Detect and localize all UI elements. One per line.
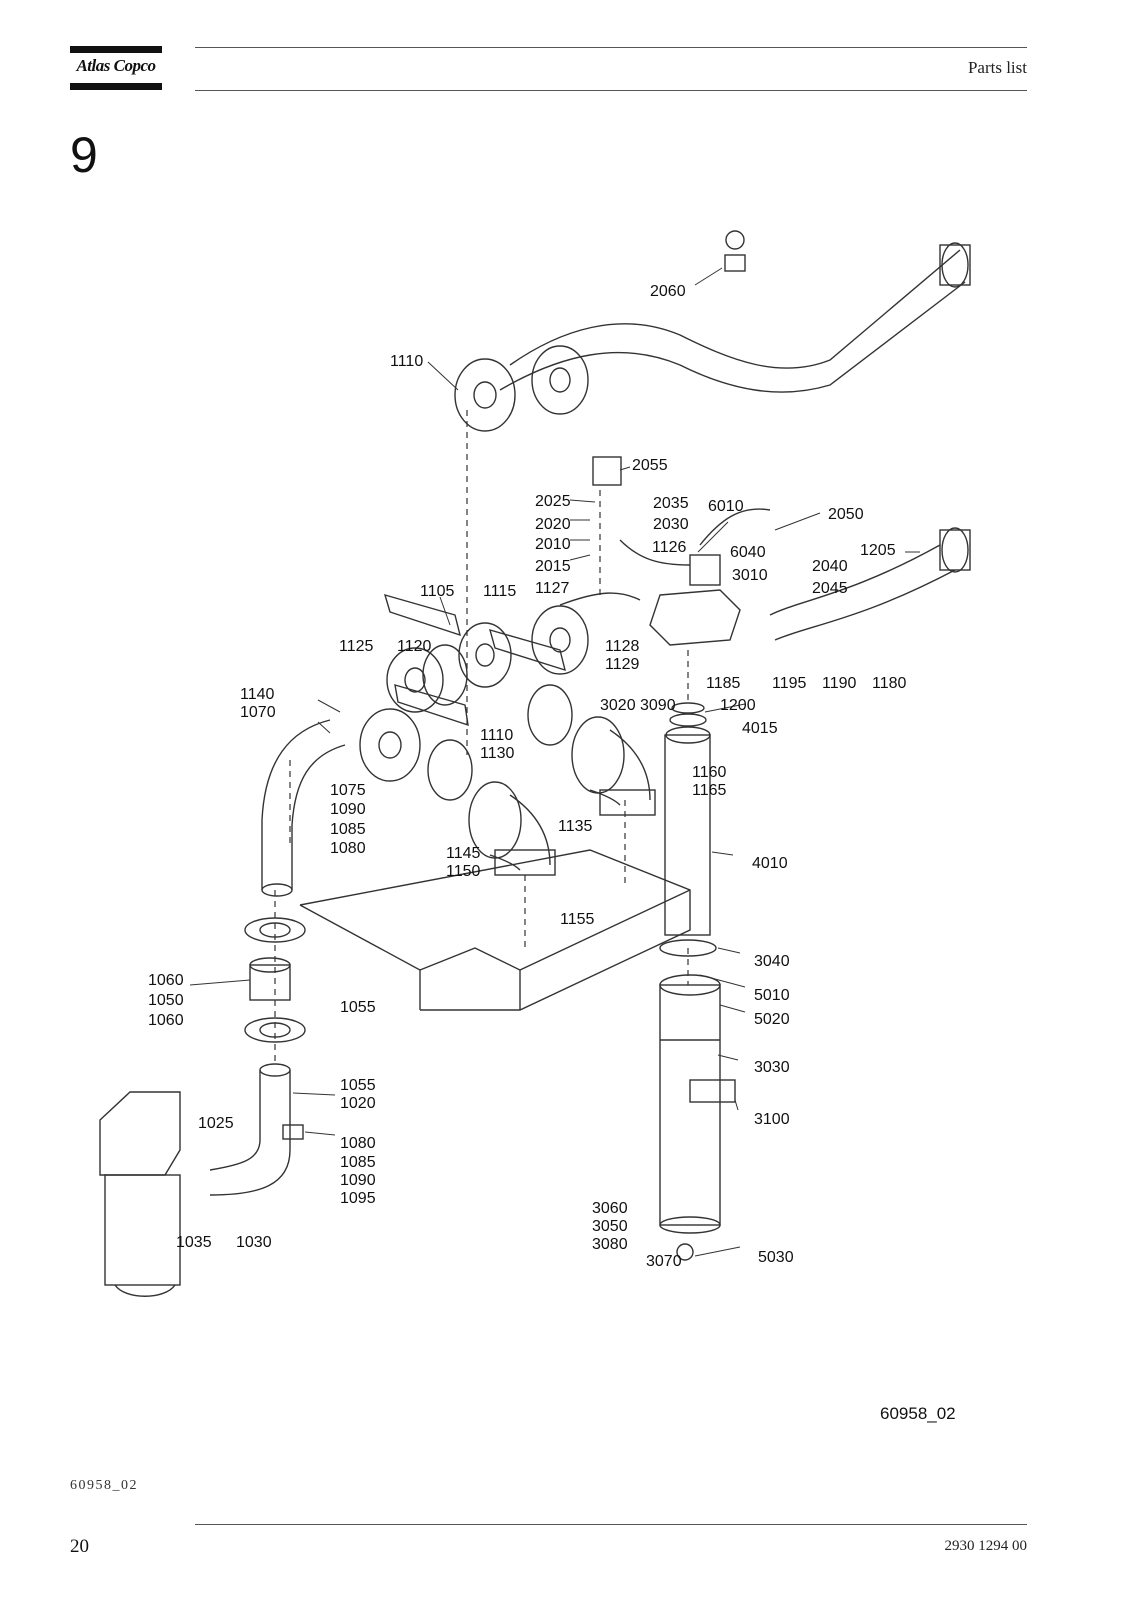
callout-3060: 3060 (592, 1200, 628, 1217)
callout-2020: 2020 (535, 516, 571, 533)
callout-1200: 1200 (720, 697, 756, 714)
callout-2055: 2055 (632, 457, 668, 474)
callout-3040: 3040 (754, 953, 790, 970)
callout-1020: 1020 (340, 1095, 376, 1112)
callout-1055: 1055 (340, 999, 376, 1016)
callout-5030: 5030 (758, 1249, 794, 1266)
callout-1145: 1145 (446, 845, 481, 862)
callout-1165: 1165 (692, 782, 727, 799)
callout-1080: 1080 (330, 840, 366, 857)
callout-2030: 2030 (653, 516, 689, 533)
callout-labels: 2060 1110 2055 2025 2035 6010 2020 2030 2050 2010… (148, 283, 907, 1270)
callout-3070: 3070 (646, 1253, 682, 1270)
callout-1075: 1075 (330, 782, 366, 799)
callout-1140: 1140 (240, 686, 275, 703)
callout-2050: 2050 (828, 506, 864, 523)
callout-1110: 1110 (480, 727, 513, 744)
logo-bar-bottom (70, 83, 162, 90)
callout-1205: 1205 (860, 542, 896, 559)
figure-reference: 60958_02 (880, 1404, 956, 1423)
callout-1110: 1110 (390, 353, 423, 370)
callout-2035: 2035 (653, 495, 689, 512)
callout-leaders (189, 267, 920, 1257)
callout-1085: 1085 (340, 1154, 376, 1171)
callout-1130: 1130 (480, 745, 515, 762)
callout-3020: 3020 (600, 697, 636, 714)
callout-1155: 1155 (560, 911, 595, 928)
callout-1090: 1090 (330, 801, 366, 818)
callout-1105: 1105 (420, 583, 455, 600)
callout-3100: 3100 (754, 1111, 790, 1128)
callout-1125: 1125 (339, 638, 374, 655)
callout-6040: 6040 (730, 544, 766, 561)
callout-3010: 3010 (732, 567, 768, 584)
atlas-copco-logo: Atlas Copco (70, 46, 162, 90)
callout-1160: 1160 (692, 764, 727, 781)
callout-1035: 1035 (176, 1234, 212, 1251)
callout-1120: 1120 (397, 638, 432, 655)
drawing-linework (99, 230, 971, 1297)
callout-6010: 6010 (708, 498, 744, 515)
callout-2025: 2025 (535, 493, 571, 510)
callout-1085: 1085 (330, 821, 366, 838)
callout-3080: 3080 (592, 1236, 628, 1253)
header-rule-bottom (195, 90, 1027, 91)
callout-1190: 1190 (822, 675, 857, 692)
callout-4010: 4010 (752, 855, 788, 872)
callout-1150: 1150 (446, 863, 481, 880)
callout-2015: 2015 (535, 558, 571, 575)
callout-1195: 1195 (772, 675, 807, 692)
chapter-number: 9 (70, 127, 98, 183)
callout-3030: 3030 (754, 1059, 790, 1076)
callout-1129: 1129 (605, 656, 640, 673)
callout-1128: 1128 (605, 638, 640, 655)
callout-1060: 1060 (148, 1012, 184, 1029)
callout-1050: 1050 (148, 992, 184, 1009)
callout-1025: 1025 (198, 1115, 234, 1132)
page-number: 20 (70, 1536, 89, 1557)
callout-1070: 1070 (240, 704, 276, 721)
callout-1126: 1126 (652, 539, 687, 556)
callout-1090: 1090 (340, 1172, 376, 1189)
callout-5020: 5020 (754, 1011, 790, 1028)
callout-2040: 2040 (812, 558, 848, 575)
callout-3050: 3050 (592, 1218, 628, 1235)
callout-1115: 1115 (483, 583, 516, 600)
callout-1095: 1095 (340, 1190, 376, 1207)
callout-1180: 1180 (872, 675, 907, 692)
logo-bar-top (70, 46, 162, 53)
callout-1127: 1127 (535, 580, 570, 597)
callout-1135: 1135 (558, 818, 593, 835)
callout-5010: 5010 (754, 987, 790, 1004)
logo-text: Atlas Copco (76, 56, 156, 75)
footer-doc-reference: 60958_02 (70, 1478, 138, 1493)
callout-4015: 4015 (742, 720, 778, 737)
callout-2045: 2045 (812, 580, 848, 597)
document-number: 2930 1294 00 (944, 1538, 1028, 1554)
callout-1080: 1080 (340, 1135, 376, 1152)
callout-2010: 2010 (535, 536, 571, 553)
callout-1185: 1185 (706, 675, 741, 692)
header-rule-top (195, 47, 1027, 48)
header-title: Parts list (967, 58, 1027, 77)
callout-1055: 1055 (340, 1077, 376, 1094)
callout-1060: 1060 (148, 972, 184, 989)
callout-1030: 1030 (236, 1234, 272, 1251)
callout-2060: 2060 (650, 283, 686, 300)
callout-3090: 3090 (640, 697, 676, 714)
footer-rule (195, 1524, 1027, 1525)
